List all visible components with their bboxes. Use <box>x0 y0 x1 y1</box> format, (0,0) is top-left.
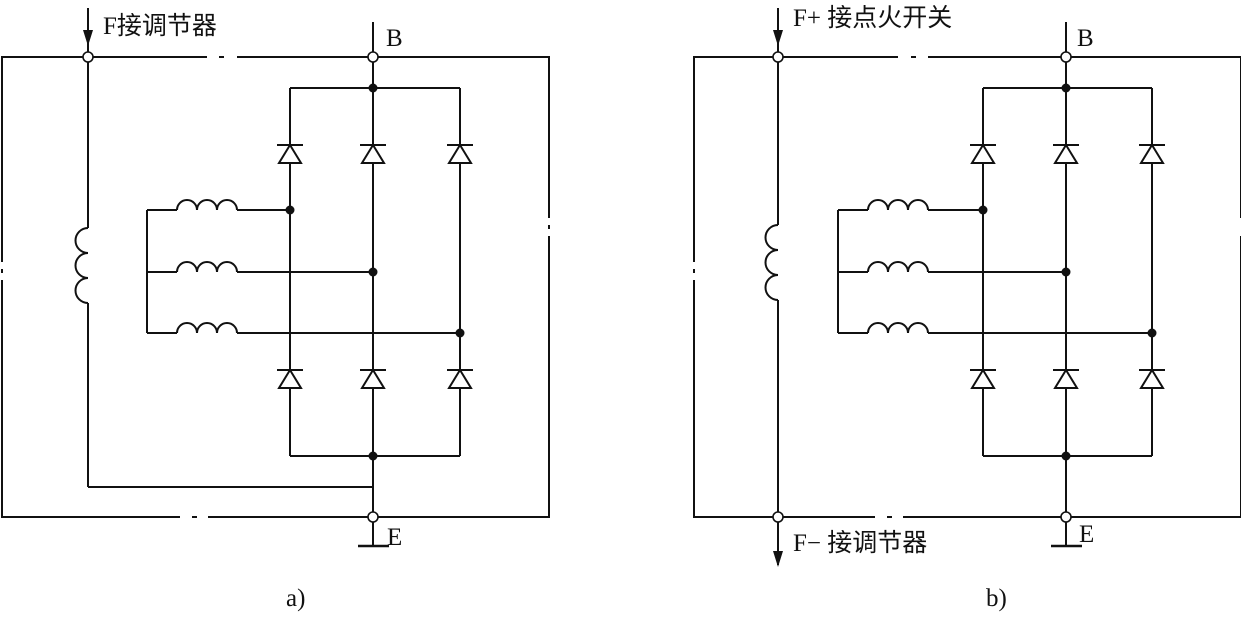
diode-a-2 <box>359 144 387 164</box>
diode-b-5 <box>1052 369 1080 389</box>
stator-coil-a-2 <box>176 261 238 273</box>
diode-a-6 <box>446 369 474 389</box>
diode-b-1 <box>969 144 997 164</box>
terminal-b-b <box>1060 51 1072 63</box>
diode-a-5 <box>359 369 387 389</box>
arrow-down-icon <box>83 30 93 46</box>
caption-a: a) <box>286 585 305 612</box>
terminal-e-a <box>367 511 379 523</box>
label-b-a: B <box>386 25 403 52</box>
stator-coil-a-3 <box>176 322 238 334</box>
diode-b-2 <box>1052 144 1080 164</box>
housing-outline-a <box>1 56 550 518</box>
stator-coil-b-3 <box>867 322 929 334</box>
label-f-minus-b: F− 接调节器 <box>793 529 927 557</box>
housing-outline-b <box>693 56 1241 518</box>
arrow-down-icon <box>773 30 783 46</box>
diode-a-4 <box>276 369 304 389</box>
arrow-down-icon <box>773 551 783 567</box>
label-f-plus-b: F+ 接点火开关 <box>793 4 952 32</box>
stator-coil-b-1 <box>867 199 929 211</box>
terminal-f-a <box>82 51 94 63</box>
diode-b-3 <box>1138 144 1166 164</box>
diagram-a: F接调节器 B E a) <box>0 8 552 612</box>
field-winding-a <box>74 227 89 304</box>
terminal-e-b <box>1060 511 1072 523</box>
caption-b: b) <box>986 585 1007 612</box>
label-e-a: E <box>387 524 402 551</box>
label-f-a: F接调节器 <box>103 12 217 40</box>
field-winding-b <box>764 224 779 301</box>
label-e-b: E <box>1079 521 1094 548</box>
terminal-f-plus-b <box>772 51 784 63</box>
stator-coil-a-1 <box>176 199 238 211</box>
diagram-b: F+ 接点火开关 B F− 接调节器 E b) <box>691 4 1241 612</box>
diode-b-4 <box>969 369 997 389</box>
stator-coil-b-2 <box>867 261 929 273</box>
diode-b-6 <box>1138 369 1166 389</box>
diode-a-1 <box>276 144 304 164</box>
terminal-f-minus-b <box>772 511 784 523</box>
label-b-b: B <box>1077 25 1094 52</box>
diode-a-3 <box>446 144 474 164</box>
terminal-b-a <box>367 51 379 63</box>
